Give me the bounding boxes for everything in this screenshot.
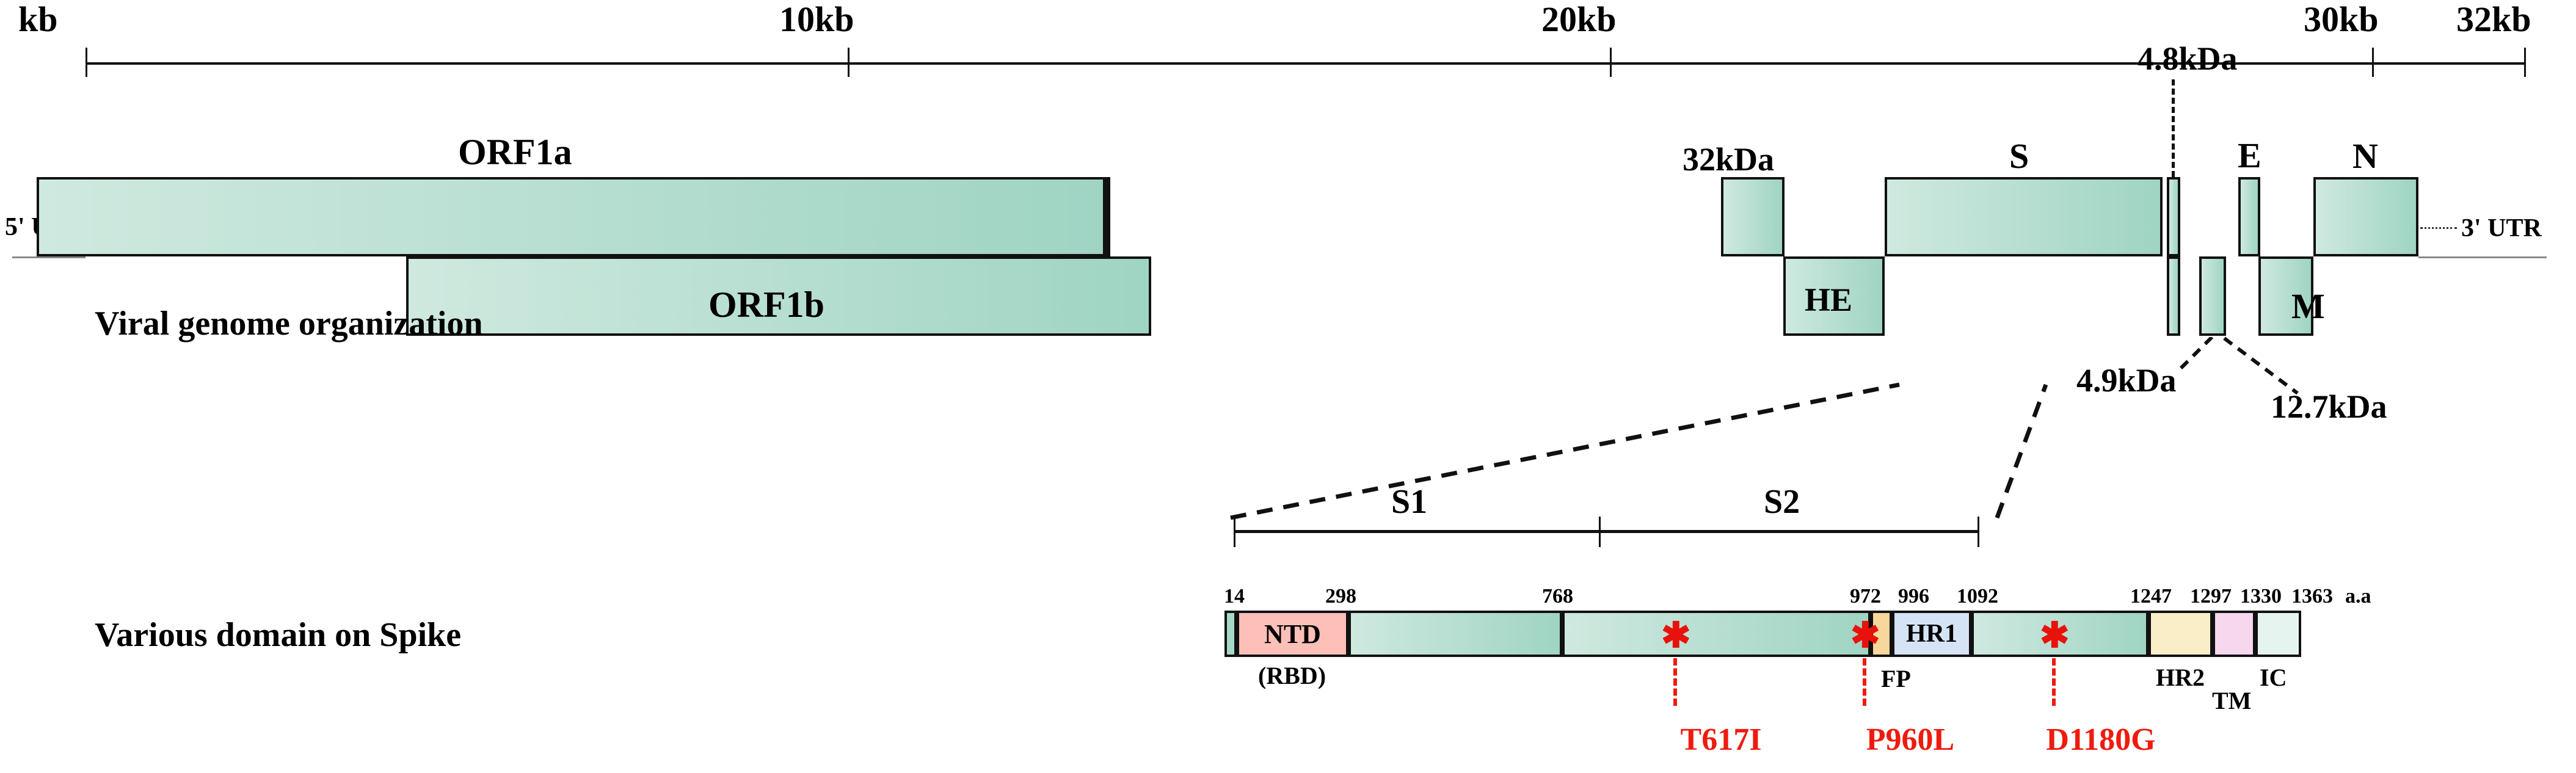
mutation-star-d1180g: ✱ (2040, 615, 2070, 655)
bracket-tick-right (1977, 517, 1979, 547)
gene-box-orf1b (406, 256, 1151, 336)
spike-domain-hr1-label: HR1 (1906, 620, 1957, 648)
gene-leader-4-9kda (2174, 335, 2217, 373)
bracket-baseline (1234, 530, 1979, 533)
spike-domain-fp (1871, 611, 1892, 657)
spike-position-1363: 1363 (2291, 585, 2333, 608)
axis-tick-label-20kb: 20kb (1541, 0, 1617, 39)
axis-tick-label-0: kb (18, 0, 58, 39)
gene-label-4-8kda: 4.8kDa (2138, 40, 2238, 77)
bracket-tick-left (1234, 517, 1235, 547)
spike-domain-s2-mid (1971, 611, 2148, 657)
gene-label-he: HE (1805, 281, 1853, 318)
axis-tick-label-32kb: 32kb (2456, 0, 2531, 39)
gene-label-4-9kda: 4.9kDa (2076, 362, 2177, 399)
mutation-label-p960l: P960L (1866, 722, 1955, 757)
spike-sublabel-fp: FP (1881, 665, 1911, 692)
mutation-line-p960l (1863, 658, 1866, 706)
three-utr-leader (2420, 227, 2457, 229)
bracket-label-s1: S1 (1391, 483, 1428, 521)
axis-baseline (86, 62, 2524, 65)
axis-tick-mark-32kb (2524, 48, 2526, 77)
gene-label-n: N (2352, 136, 2378, 176)
mutation-line-d1180g (2052, 658, 2056, 706)
gene-leader-4-8kda (2172, 79, 2175, 177)
gene-label-e: E (2238, 136, 2261, 175)
gene-box-e (2238, 177, 2260, 256)
spike-position-972: 972 (1850, 585, 1881, 608)
spike-position-996: 996 (1898, 585, 1929, 608)
genome-row-caption: Viral genome organization (95, 305, 483, 343)
gene-box-orf1a-continued (1105, 177, 1110, 256)
mutation-star-p960l: ✱ (1850, 615, 1880, 655)
axis-tick-mark-30kb (2372, 48, 2374, 77)
spike-sublabel-hr2: HR2 (2156, 664, 2205, 691)
spike-domain-hr2 (2148, 611, 2213, 657)
bracket-label-s2: S2 (1764, 483, 1800, 521)
spike-domain-ntd-label: NTD (1264, 619, 1321, 649)
bracket-tick-mid (1599, 517, 1601, 547)
gene-leader-12-7kda (2223, 336, 2302, 401)
three-utr-label: 3' UTR (2461, 214, 2542, 242)
spike-sublabel-tm: TM (2212, 687, 2252, 714)
gene-label-m: M (2291, 286, 2325, 326)
mutation-star-t617i: ✱ (1661, 615, 1691, 655)
spike-position-1297: 1297 (2190, 585, 2232, 608)
spike-domain-tm (2213, 611, 2255, 657)
axis-tick-mark-0 (86, 48, 87, 77)
spike-domain-s1-rest (1348, 611, 1562, 657)
spike-position-14: 14 (1224, 585, 1245, 608)
axis-tick-label-30kb: 30kb (2304, 0, 2379, 39)
mutation-label-d1180g: D1180G (2046, 722, 2156, 757)
spike-domain-ic (2255, 611, 2301, 657)
axis-tick-mark-20kb (1610, 48, 1612, 77)
gene-box-he (1783, 256, 1885, 336)
leader-svg-4-9kda (2176, 335, 2214, 373)
spike-row-caption: Various domain on Spike (95, 616, 462, 654)
connector-svg (1230, 382, 2015, 520)
gene-label-orf1b: ORF1b (708, 285, 825, 325)
spike-position-768: 768 (1542, 585, 1573, 608)
connector-svg-right (1995, 383, 2048, 519)
spike-unit-label: a.a (2345, 585, 2371, 608)
spike-sublabel-rbd: (RBD) (1258, 662, 1326, 689)
gene-box-orf1a (37, 177, 1105, 256)
gene-box-4-8kda (2167, 177, 2180, 256)
gene-box-m (2258, 256, 2313, 336)
gene-label-32kda: 32kDa (1683, 141, 1775, 178)
gene-label-12-7kda: 12.7kDa (2271, 388, 2387, 425)
spike-position-1330b: 1330 (2240, 585, 2282, 608)
leader-svg-12-7kda (2223, 336, 2299, 395)
genome-baseline-left (12, 256, 86, 258)
gene-box-n (2313, 177, 2418, 256)
spike-position-1092: 1092 (1957, 585, 1998, 608)
gene-box-4-8kda-lower (2167, 256, 2180, 336)
spike-domain-ntd: NTD (1237, 611, 1348, 657)
gene-box-4-9kda (2199, 256, 2226, 336)
spike-position-298: 298 (1325, 585, 1356, 608)
gene-label-s: S (2009, 136, 2029, 176)
gene-box-s (1885, 177, 2163, 256)
spike-domain-hr1: HR1 (1892, 611, 1971, 657)
axis-tick-mark-10kb (848, 48, 850, 77)
genome-baseline-right (2418, 256, 2547, 258)
mutation-label-t617i: T617I (1680, 722, 1762, 757)
gene-label-orf1a: ORF1a (458, 132, 572, 172)
mutation-line-t617i (1673, 658, 1677, 706)
spike-domain-s2-n (1562, 611, 1871, 657)
spike-position-1247: 1247 (2130, 585, 2172, 608)
spike-domain-nterm (1224, 611, 1237, 657)
spike-sublabel-ic: IC (2260, 664, 2287, 691)
axis-tick-label-10kb: 10kb (779, 0, 854, 39)
gene-box-32kda (1721, 177, 1785, 256)
